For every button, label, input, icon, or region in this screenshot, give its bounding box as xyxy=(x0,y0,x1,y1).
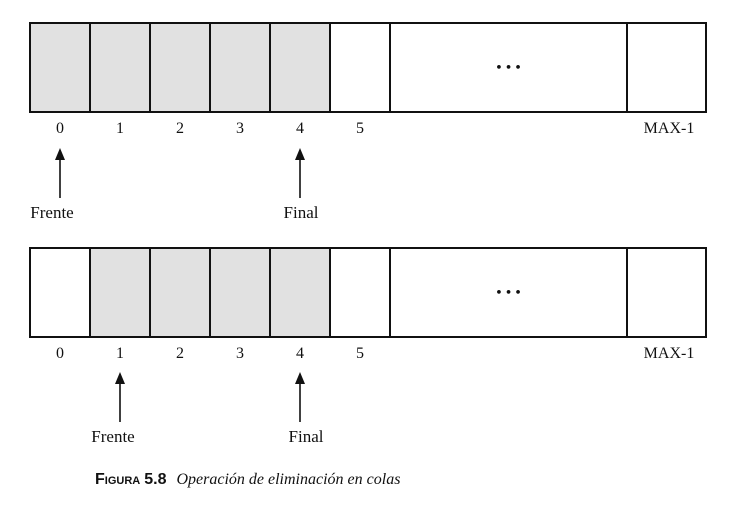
queue-cell xyxy=(626,247,707,338)
ellipsis: • • • xyxy=(496,60,521,77)
ellipsis: • • • xyxy=(496,285,521,302)
queue-cell xyxy=(389,247,628,338)
queue-cell xyxy=(329,247,391,338)
queue-cell xyxy=(209,22,271,113)
index-label: MAX-1 xyxy=(644,120,695,137)
arrowhead-icon xyxy=(295,148,305,160)
queue-cell xyxy=(89,247,151,338)
index-label: MAX-1 xyxy=(644,345,695,362)
queue-cell xyxy=(149,247,211,338)
index-label: 0 xyxy=(56,120,64,137)
index-label: 1 xyxy=(116,120,124,137)
queue-cell xyxy=(89,22,151,113)
queue-cell xyxy=(329,22,391,113)
index-label: 4 xyxy=(296,120,304,137)
index-label: 5 xyxy=(356,120,364,137)
front-pointer-label: Frente xyxy=(91,427,134,446)
rear-pointer: Final xyxy=(284,148,319,222)
queue-cell xyxy=(269,247,331,338)
index-label: 4 xyxy=(296,345,304,362)
index-label: 3 xyxy=(236,120,244,137)
queue-cell xyxy=(209,247,271,338)
arrowhead-icon xyxy=(115,372,125,384)
rear-pointer-label: Final xyxy=(284,203,319,222)
queue-cell xyxy=(626,22,707,113)
index-label: 2 xyxy=(176,345,184,362)
queue-cell xyxy=(149,22,211,113)
caption-label: Figura xyxy=(95,471,141,488)
rear-pointer: Final xyxy=(289,372,324,446)
index-label: 2 xyxy=(176,120,184,137)
figure-caption: Figura 5.8 Operación de eliminación en c… xyxy=(95,471,400,489)
queue-cell xyxy=(29,247,91,338)
index-label: 0 xyxy=(56,345,64,362)
rear-pointer-label: Final xyxy=(289,427,324,446)
front-pointer: Frente xyxy=(30,148,74,222)
index-label: 3 xyxy=(236,345,244,362)
caption-number: 5.8 xyxy=(144,471,167,488)
arrowhead-icon xyxy=(295,372,305,384)
queue-cell xyxy=(389,22,628,113)
front-pointer-label: Frente xyxy=(30,203,73,222)
front-pointer: Frente xyxy=(91,372,135,446)
index-label: 5 xyxy=(356,345,364,362)
queue-cell xyxy=(269,22,331,113)
caption-text: Operación de eliminación en colas xyxy=(176,471,401,488)
index-label: 1 xyxy=(116,345,124,362)
queue-cell xyxy=(29,22,91,113)
arrowhead-icon xyxy=(55,148,65,160)
